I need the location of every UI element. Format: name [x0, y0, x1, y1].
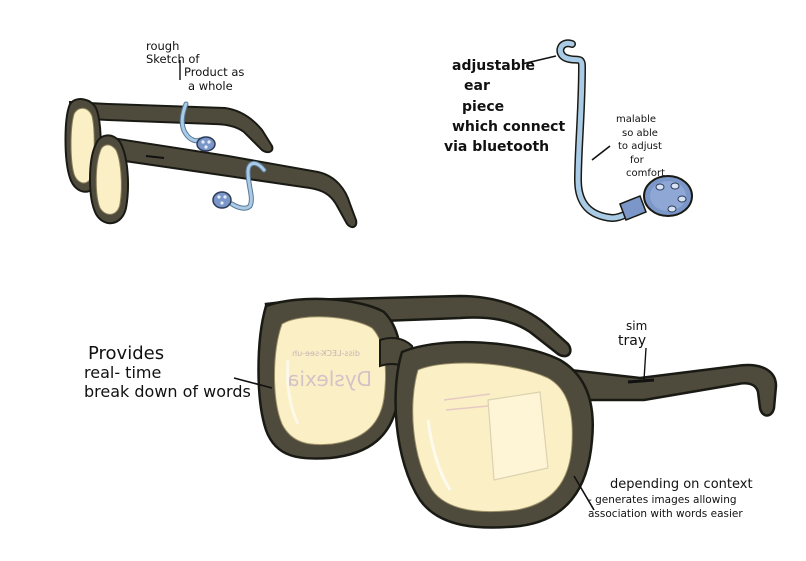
small-front-temple-arm	[110, 136, 358, 228]
ear-piece-line-5: via bluetooth	[444, 139, 550, 156]
sim-tray-line-2: tray	[618, 333, 647, 350]
rough-sketch-line-1: rough	[146, 39, 180, 53]
small-ear-bud-2	[212, 191, 232, 209]
depending-pointer	[573, 475, 595, 511]
depending-line-3: association with words easier	[588, 507, 743, 520]
small-glasses-sketch	[64, 60, 358, 228]
provides-pointer	[233, 377, 273, 389]
malleable-pointer	[591, 145, 611, 161]
depending-line-2: - generates images allowing	[588, 493, 737, 506]
malleable-line-1: malable	[616, 114, 657, 125]
provides-note: Provides real- time break down of words	[84, 343, 251, 402]
ear-piece-line-4: which connect	[452, 118, 566, 135]
large-sim-tray-mark	[627, 378, 655, 384]
rough-sketch-note: rough Sketch of Product as a whole	[146, 39, 245, 93]
rough-sketch-line-2: Sketch of	[146, 52, 200, 67]
lens-word-text: Dyslexia	[287, 367, 372, 391]
provides-line-3: break down of words	[84, 382, 251, 402]
rough-sketch-line-4: a whole	[188, 78, 233, 93]
large-glasses-sketch: diss-LECK-see-uh Dyslexia	[233, 294, 778, 529]
lens-image-panel	[487, 391, 549, 481]
ear-piece-line-1: adjustable	[452, 58, 536, 74]
small-back-temple-arm	[68, 100, 274, 154]
malleable-line-3: to adjust	[618, 141, 662, 152]
lens-pronunciation-text: diss-LECK-see-uh	[292, 349, 360, 358]
malleable-line-4: for	[630, 154, 644, 166]
provides-line-2: real- time	[84, 363, 162, 383]
depending-line-1: depending on context	[610, 477, 753, 492]
malleable-line-2: so able	[622, 127, 658, 139]
large-back-lens	[274, 316, 386, 446]
rough-sketch-line-3: Product as	[184, 65, 245, 80]
large-front-temple-arm	[568, 363, 778, 417]
depending-note: depending on context - generates images …	[588, 477, 753, 521]
sim-tray-line-1: sim	[626, 319, 648, 333]
small-ear-bud-1	[196, 136, 216, 152]
ear-piece-pointer	[521, 55, 557, 65]
ear-piece-line-2: ear	[464, 78, 490, 95]
provides-line-1: Provides	[88, 343, 165, 364]
ear-piece-sketch	[521, 39, 693, 223]
small-sim-tray-mark	[145, 155, 165, 159]
ear-piece-line-3: piece	[462, 98, 505, 115]
sim-tray-note: sim tray	[614, 319, 647, 350]
ear-piece-note: adjustable ear piece which connect via b…	[444, 56, 565, 157]
malleable-line-5: comfort	[626, 168, 666, 179]
malleable-note: malable so able to adjust for comfort	[612, 113, 665, 181]
sim-tray-pointer	[643, 347, 647, 381]
